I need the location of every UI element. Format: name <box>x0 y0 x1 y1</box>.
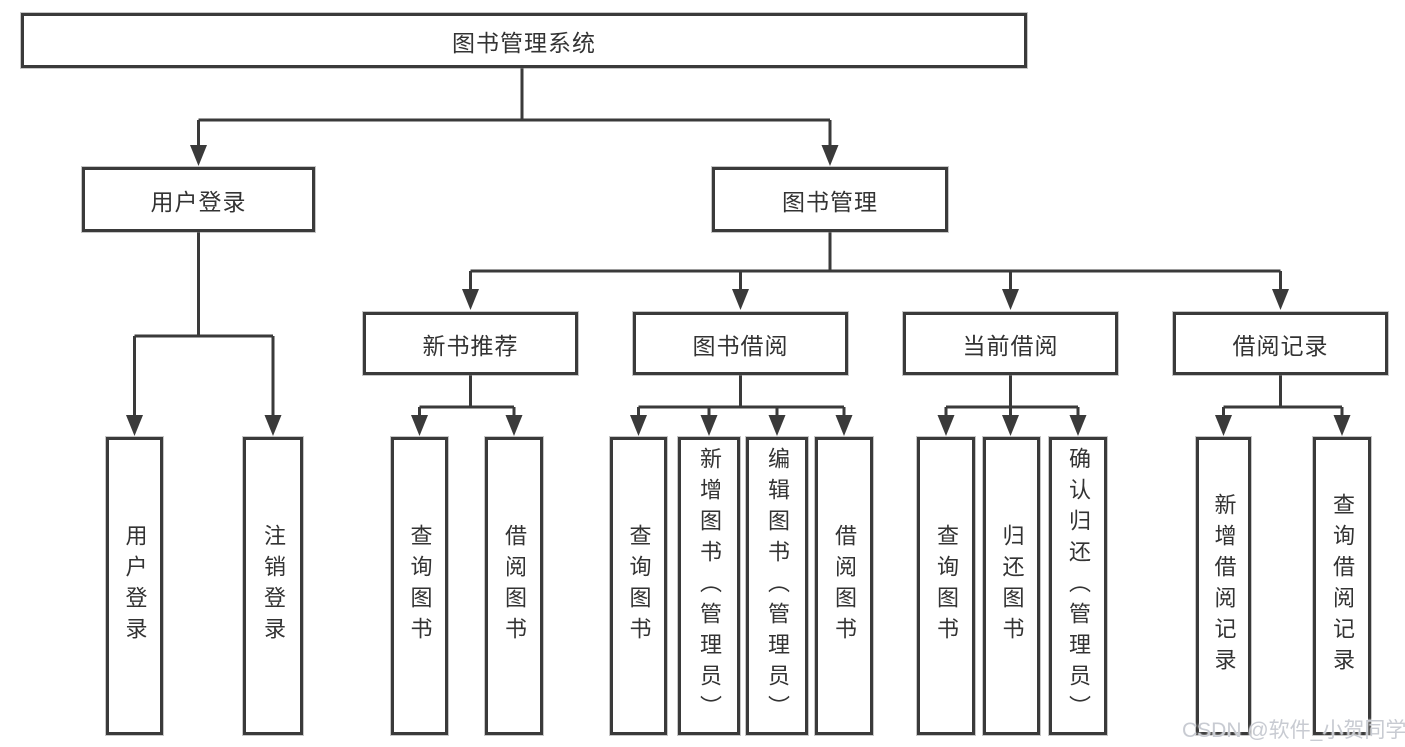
node-borrow-records: 借阅记录 <box>1173 312 1388 375</box>
leaf-query-books-current-label: 查询图书 <box>934 524 959 648</box>
connector-user-login-branch <box>126 232 282 436</box>
leaf-borrow-books-recommend: 借阅图书 <box>485 437 543 735</box>
leaf-query-borrow-record: 查询借阅记录 <box>1313 437 1371 735</box>
connector-borrow-records-branch <box>1215 375 1351 436</box>
node-current-borrow-label: 当前借阅 <box>962 332 1059 359</box>
connector-root-to-level2 <box>190 68 839 166</box>
node-user-login: 用户登录 <box>82 167 315 232</box>
leaf-add-borrow-record: 新增借阅记录 <box>1196 437 1251 735</box>
node-book-management-label: 图书管理 <box>782 188 878 215</box>
node-current-borrow: 当前借阅 <box>903 312 1118 375</box>
leaf-edit-book-admin-label: 编辑图书（管理员） <box>765 446 790 726</box>
leaf-borrow-books: 借阅图书 <box>815 437 873 735</box>
leaf-query-books-current: 查询图书 <box>917 437 975 735</box>
node-new-book-recommend: 新书推荐 <box>363 312 578 375</box>
leaf-edit-book-admin: 编辑图书（管理员） <box>746 437 808 735</box>
leaf-return-books: 归还图书 <box>983 437 1040 735</box>
leaf-user-login-label: 用户登录 <box>122 524 148 648</box>
leaf-confirm-return-admin-label: 确认归还（管理员） <box>1066 446 1091 726</box>
leaf-query-borrow-record-label: 查询借阅记录 <box>1330 493 1355 679</box>
connector-current-borrow-branch <box>937 375 1087 436</box>
connector-book-borrow-branch <box>630 375 853 436</box>
leaf-confirm-return-admin: 确认归还（管理员） <box>1049 437 1107 735</box>
leaf-add-borrow-record-label: 新增借阅记录 <box>1211 493 1237 679</box>
leaf-query-books-borrow-label: 查询图书 <box>626 524 652 648</box>
leaf-query-books-recommend-label: 查询图书 <box>407 524 433 648</box>
leaf-query-books-borrow: 查询图书 <box>610 437 667 735</box>
node-root: 图书管理系统 <box>21 13 1027 68</box>
node-new-book-recommend-label: 新书推荐 <box>422 332 519 359</box>
node-book-management: 图书管理 <box>712 167 948 232</box>
leaf-add-book-admin-label: 新增图书（管理员） <box>697 446 722 726</box>
leaf-user-login: 用户登录 <box>106 437 163 735</box>
leaf-borrow-books-recommend-label: 借阅图书 <box>502 524 527 648</box>
node-book-borrow: 图书借阅 <box>633 312 848 375</box>
node-root-label: 图书管理系统 <box>452 29 596 56</box>
node-book-borrow-label: 图书借阅 <box>692 332 789 359</box>
leaf-logout: 注销登录 <box>243 437 303 735</box>
node-borrow-records-label: 借阅记录 <box>1232 332 1329 359</box>
csdn-watermark: CSDN @软件_小贺同学 <box>1182 719 1405 742</box>
connector-book-management-branch <box>462 232 1289 310</box>
node-user-login-label: 用户登录 <box>150 188 247 215</box>
leaf-query-books-recommend: 查询图书 <box>391 437 448 735</box>
connector-new-book-branch <box>411 375 523 436</box>
leaf-return-books-label: 归还图书 <box>999 524 1025 648</box>
leaf-borrow-books-label: 借阅图书 <box>832 524 857 648</box>
leaf-logout-label: 注销登录 <box>261 524 286 648</box>
leaf-add-book-admin: 新增图书（管理员） <box>678 437 740 735</box>
